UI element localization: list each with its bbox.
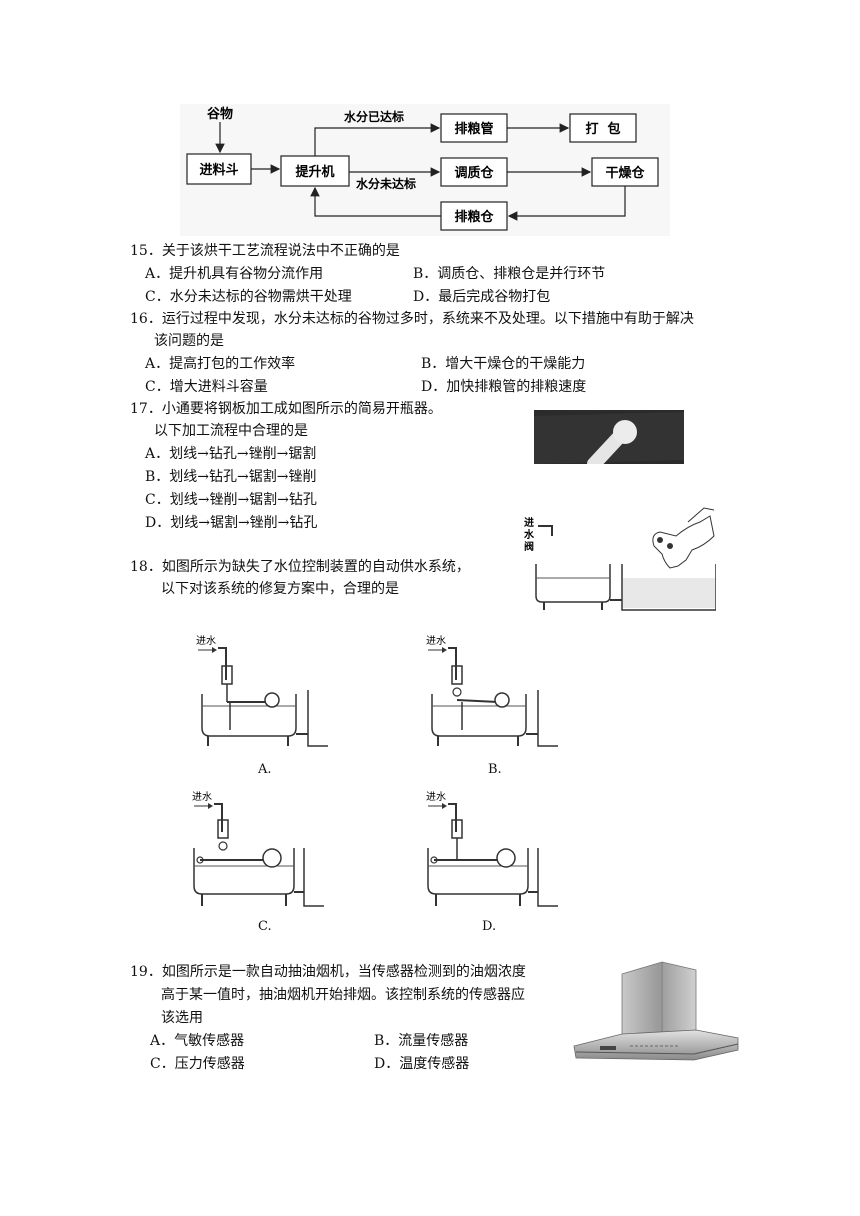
- option-c-label: C.: [258, 919, 272, 934]
- hopper-label: 进料斗: [199, 162, 238, 178]
- option-c-inlet-label: 进水: [192, 791, 212, 803]
- hopper-box: [186, 153, 252, 185]
- q18-number: 18．: [130, 559, 162, 575]
- q17-stem-line1: 小通要将钢板加工成如图所示的简易开瓶器。: [161, 401, 442, 417]
- discharge-bin-box: [440, 201, 508, 231]
- q16-stem: 16．运行过程中发现，水分未达标的谷物过多时，系统来不及处理。以下措施中有助于解…: [130, 310, 694, 328]
- grain-label: 谷物: [207, 106, 233, 122]
- valve-label-3: 阀: [524, 540, 534, 553]
- q17-stem: 17．小通要将钢板加工成如图所示的简易开瓶器。: [130, 400, 442, 418]
- q19-option-d: D．温度传感器: [374, 1056, 470, 1072]
- q19-number: 19．: [130, 964, 162, 980]
- option-a-inlet-label: 进水: [196, 635, 216, 647]
- option-b-figure: 进水: [426, 635, 558, 747]
- q19-option-b: B．流量传感器: [374, 1033, 469, 1049]
- q17-stem-line2: 以下加工流程中合理的是: [154, 423, 308, 439]
- q17-option-d: D．划线→锯割→锉削→钻孔: [145, 515, 318, 531]
- discharge-bin-label: 排粮仓: [454, 209, 494, 225]
- q15-option-c: C．水分未达标的谷物需烘干处理: [145, 289, 352, 305]
- q15-option-a: A．提升机具有谷物分流作用: [145, 266, 324, 282]
- q16-option-d: D．加快排粮管的排粮速度: [421, 379, 587, 395]
- q16-stem-line1: 运行过程中发现，水分未达标的谷物过多时，系统来不及处理。以下措施中有助于解决: [161, 311, 694, 327]
- option-b-inlet-label: 进水: [426, 635, 446, 647]
- bottle-opener-image: [534, 410, 684, 464]
- q15-stem-line1: 关于该烘干工艺流程说法中不正确的是: [161, 243, 400, 259]
- range-hood-image: [573, 961, 739, 1061]
- elevator-label: 提升机: [295, 164, 334, 180]
- q15-stem: 15．关于该烘干工艺流程说法中不正确的是: [130, 242, 400, 260]
- option-a-figure: 进水: [196, 635, 328, 747]
- option-a-label: A.: [258, 762, 272, 777]
- q17-number: 17．: [130, 401, 162, 417]
- dryer-label: 干燥仓: [605, 165, 645, 181]
- q17-option-b: B．划线→钻孔→锯割→锉削: [145, 469, 317, 485]
- moisture-not-ok-label: 水分未达标: [356, 176, 416, 191]
- conditioning-label: 调质仓: [454, 165, 494, 181]
- pack-box: [569, 113, 637, 143]
- discharge-pipe-box: [440, 113, 508, 143]
- q18-stem: 18．如图所示为缺失了水位控制装置的自动供水系统，: [130, 558, 470, 576]
- q19-option-c: C．压力传感器: [150, 1056, 245, 1072]
- conditioning-box: [440, 157, 508, 187]
- valve-label-1: 进: [524, 516, 534, 529]
- q19-option-a: A．气敏传感器: [150, 1033, 245, 1049]
- q19-stem: 19．如图所示是一款自动抽油烟机，当传感器检测到的油烟浓度: [130, 963, 526, 981]
- option-c-figure: 进水: [192, 791, 324, 907]
- pack-label: 打 包: [585, 121, 620, 137]
- q16-option-b: B．增大干燥仓的干燥能力: [421, 356, 586, 372]
- q16-option-a: A．提高打包的工作效率: [145, 356, 296, 372]
- option-d-inlet-label: 进水: [426, 791, 446, 803]
- option-b-label: B.: [488, 762, 502, 777]
- q19-stem-line3: 该选用: [161, 1010, 203, 1026]
- q19-stem-line1: 如图所示是一款自动抽油烟机，当传感器检测到的油烟浓度: [161, 964, 526, 980]
- q15-option-b: B．调质仓、排粮仓是并行环节: [413, 266, 606, 282]
- q19-stem-line2: 高于某一值时，抽油烟机开始排烟。该控制系统的传感器应: [161, 987, 525, 1003]
- water-supply-system-figure: 进 水 阀: [523, 507, 716, 611]
- discharge-pipe-label: 排粮管: [454, 121, 493, 137]
- moisture-ok-label: 水分已达标: [344, 109, 404, 124]
- q17-option-c: C．划线→锉削→锯割→钻孔: [145, 492, 317, 508]
- q16-option-c: C．增大进料斗容量: [145, 379, 268, 395]
- q15-option-d: D．最后完成谷物打包: [413, 289, 551, 305]
- valve-label-2: 水: [523, 528, 535, 541]
- q18-stem-line1: 如图所示为缺失了水位控制装置的自动供水系统，: [161, 559, 470, 575]
- grain-drying-flowchart: 谷物 进料斗 提升机 排粮管 打 包 调质仓 干燥仓 排粮仓 水分已达标 水分未…: [180, 104, 670, 236]
- q15-number: 15．: [130, 243, 162, 259]
- q18-stem-line2: 以下对该系统的修复方案中，合理的是: [161, 581, 399, 597]
- q16-number: 16．: [130, 311, 162, 327]
- option-d-label: D.: [482, 919, 497, 934]
- q16-stem-line2: 该问题的是: [154, 333, 224, 349]
- q17-option-a: A．划线→钻孔→锉削→锯割: [145, 446, 317, 462]
- option-d-figure: 进水: [426, 791, 558, 907]
